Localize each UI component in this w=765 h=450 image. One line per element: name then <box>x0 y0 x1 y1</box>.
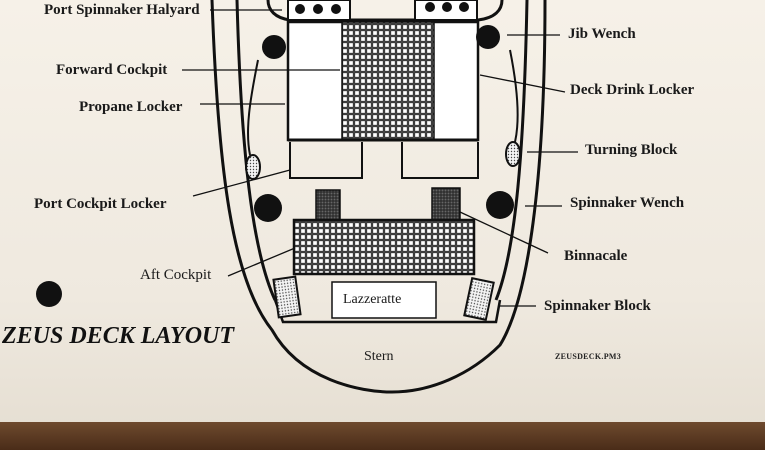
spinnaker-winch-starboard <box>486 191 514 219</box>
forward-cockpit-grating <box>341 21 435 141</box>
spinnaker-block-starboard <box>463 276 495 322</box>
label-port-spinnaker-halyard: Port Spinnaker Halyard <box>44 2 200 18</box>
table-edge <box>0 422 765 450</box>
label-spinnaker-block: Spinnaker Block <box>544 298 651 314</box>
label-lazzeratte: Lazzeratte <box>343 292 402 307</box>
jib-winch-port <box>262 35 286 59</box>
label-turning-block: Turning Block <box>585 142 678 158</box>
label-forward-cockpit: Forward Cockpit <box>56 62 168 78</box>
label-spinnaker-wench: Spinnaker Wench <box>570 195 685 211</box>
binnacle-starboard <box>431 187 461 221</box>
aft-cockpit-grating <box>292 218 476 276</box>
spinnaker-winch-port <box>254 194 282 222</box>
turning-block-starboard <box>505 141 521 167</box>
label-port-cockpit-locker: Port Cockpit Locker <box>34 196 167 212</box>
label-aft-cockpit: Aft Cockpit <box>140 267 212 283</box>
port-cockpit-locker-outline <box>289 142 363 179</box>
leader-lines <box>182 9 578 307</box>
jib-winch-starboard <box>476 25 500 49</box>
deck-inner-line <box>235 0 529 301</box>
spinnaker-block-port <box>272 275 302 319</box>
binnacle-port <box>315 189 341 221</box>
turning-block-port <box>245 154 261 180</box>
label-jib-wench: Jib Wench <box>568 26 636 42</box>
file-code: ZEUSDECK.PM3 <box>555 352 622 361</box>
label-propane-locker: Propane Locker <box>79 99 183 115</box>
diagram-title: ZEUS DECK LAYOUT <box>2 323 235 349</box>
label-deck-drink-locker: Deck Drink Locker <box>570 82 695 98</box>
label-stern: Stern <box>364 349 394 364</box>
label-binnacale: Binnacale <box>564 248 628 264</box>
hole-punch-mark <box>36 281 62 307</box>
lazzeratte-hatch <box>331 281 437 319</box>
hull-outline <box>210 0 547 394</box>
